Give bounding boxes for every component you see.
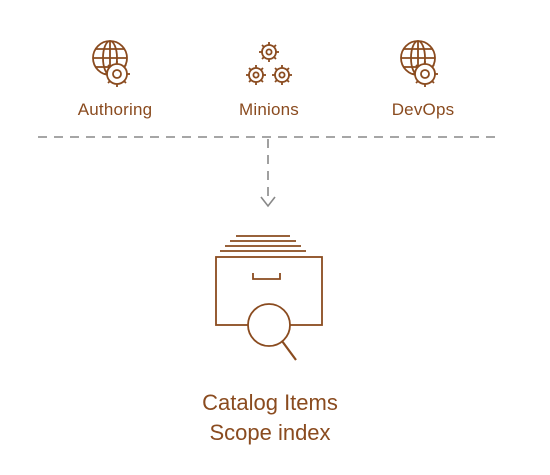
source-label-minions: Minions	[239, 100, 299, 119]
source-label-authoring: Authoring	[77, 100, 153, 119]
source-label-devops: DevOps	[391, 100, 455, 119]
catalog-subtitle: Scope index	[209, 420, 331, 445]
catalog-search-icon	[215, 235, 323, 361]
catalog-label: Catalog Items Scope index	[140, 388, 400, 448]
source-minions: Minions	[199, 38, 339, 120]
source-devops: DevOps	[353, 38, 493, 120]
source-authoring: Authoring	[45, 38, 185, 120]
catalog-title: Catalog Items	[202, 390, 338, 415]
gears-icon	[246, 42, 292, 85]
globe-gear-icon	[92, 40, 130, 87]
globe-gear-icon	[400, 40, 438, 87]
arrow-head-icon	[260, 196, 276, 208]
